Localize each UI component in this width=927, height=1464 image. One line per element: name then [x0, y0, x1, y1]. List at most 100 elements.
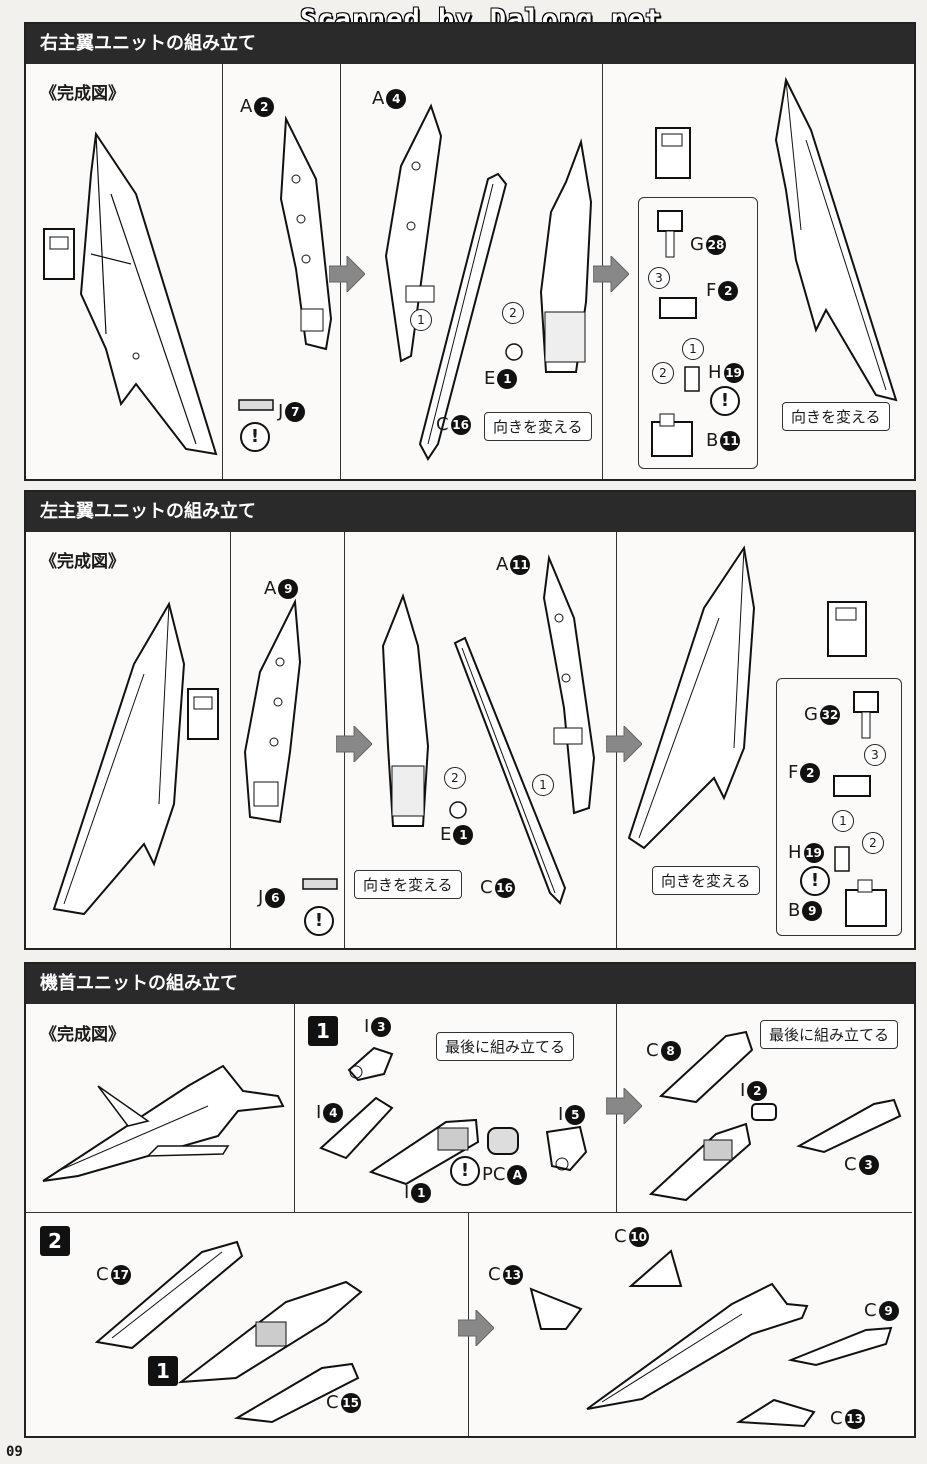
step-number-2: 2	[40, 1226, 70, 1256]
left-wing-final-drawing	[627, 545, 756, 850]
subassembly-box	[638, 197, 758, 469]
step-number-1: 1	[308, 1016, 338, 1046]
fin-part-c13-top	[529, 1287, 583, 1330]
complete-panel	[26, 64, 223, 479]
pin-e1	[449, 801, 467, 819]
wing-part-a11	[542, 554, 596, 815]
small-part-i2	[751, 1103, 777, 1121]
step-mark-3: 3	[648, 267, 670, 289]
nose-cover-c17	[94, 1240, 244, 1350]
bracket-part-f2	[659, 297, 697, 319]
nose-final-assembly	[586, 1282, 809, 1410]
complete-label: 《完成図》	[40, 552, 125, 572]
next-step-arrow	[606, 1088, 642, 1124]
nose-complete-drawing	[42, 1064, 285, 1182]
wing-outer-part	[381, 592, 430, 827]
nose-core-assembled	[648, 1122, 752, 1202]
step-mark-2: 2	[502, 302, 524, 324]
fin-part-c10	[628, 1249, 683, 1287]
step-mark-2: 2	[444, 767, 466, 789]
turn-over-note: 向きを変える	[484, 412, 592, 441]
clip-part-j7	[238, 399, 274, 411]
caution-icon: !	[800, 866, 830, 896]
connector-part	[655, 127, 691, 179]
complete-panel	[26, 532, 231, 948]
section-title: 機首ユニットの組み立て	[26, 964, 914, 1004]
wing-inner-part-a9	[243, 598, 302, 824]
polycap-pca	[487, 1127, 519, 1155]
wing-panel-c16	[453, 636, 567, 905]
next-step-arrow	[458, 1310, 494, 1346]
nose-core-part-i4	[319, 1096, 394, 1160]
next-step-arrow	[606, 726, 642, 762]
base-part-b9	[845, 879, 887, 927]
turn-over-note: 向きを変える	[354, 870, 462, 899]
fin-part-c9	[787, 1326, 893, 1367]
joint-part-h19	[834, 846, 850, 872]
step-mark-1: 1	[832, 810, 854, 832]
nose-cover-c15	[233, 1362, 360, 1424]
assemble-last-note: 最後に組み立てる	[760, 1020, 899, 1049]
base-part-b11	[651, 413, 693, 457]
nose-core-part-i1	[368, 1118, 480, 1186]
caution-icon: !	[304, 906, 334, 936]
complete-label: 《完成図》	[40, 84, 125, 104]
caution-icon: !	[450, 1156, 480, 1186]
wing-panel-c16	[418, 172, 508, 461]
hinge-part-i3	[347, 1046, 394, 1082]
wing-outer-part	[539, 138, 593, 373]
step-mark-2: 2	[862, 832, 884, 854]
complete-label: 《完成図》	[40, 1025, 125, 1045]
turn-over-note: 向きを変える	[652, 866, 760, 895]
peg-part-g28	[657, 210, 683, 258]
caution-icon: !	[240, 422, 270, 452]
right-wing-final-drawing	[774, 76, 898, 402]
nose-assembly-step2	[177, 1280, 363, 1384]
clip-part-j6	[302, 878, 338, 890]
next-step-arrow	[336, 726, 372, 762]
page-number: 09	[6, 1444, 23, 1460]
complete-panel	[26, 1004, 295, 1213]
step-mark-1: 1	[532, 774, 554, 796]
assemble-last-note: 最後に組み立てる	[436, 1032, 575, 1061]
wing-inner-part-a2	[279, 115, 333, 351]
joint-part-h19	[684, 366, 700, 392]
wing-part-a4	[384, 103, 443, 363]
next-step-arrow	[329, 256, 365, 292]
peg-part-g32	[853, 691, 879, 739]
pin-e1	[505, 343, 523, 361]
left-wing-complete-drawing	[52, 601, 219, 916]
nose-side-c3	[796, 1098, 902, 1154]
step-mark-2: 2	[652, 362, 674, 384]
step-mark-3: 3	[864, 744, 886, 766]
